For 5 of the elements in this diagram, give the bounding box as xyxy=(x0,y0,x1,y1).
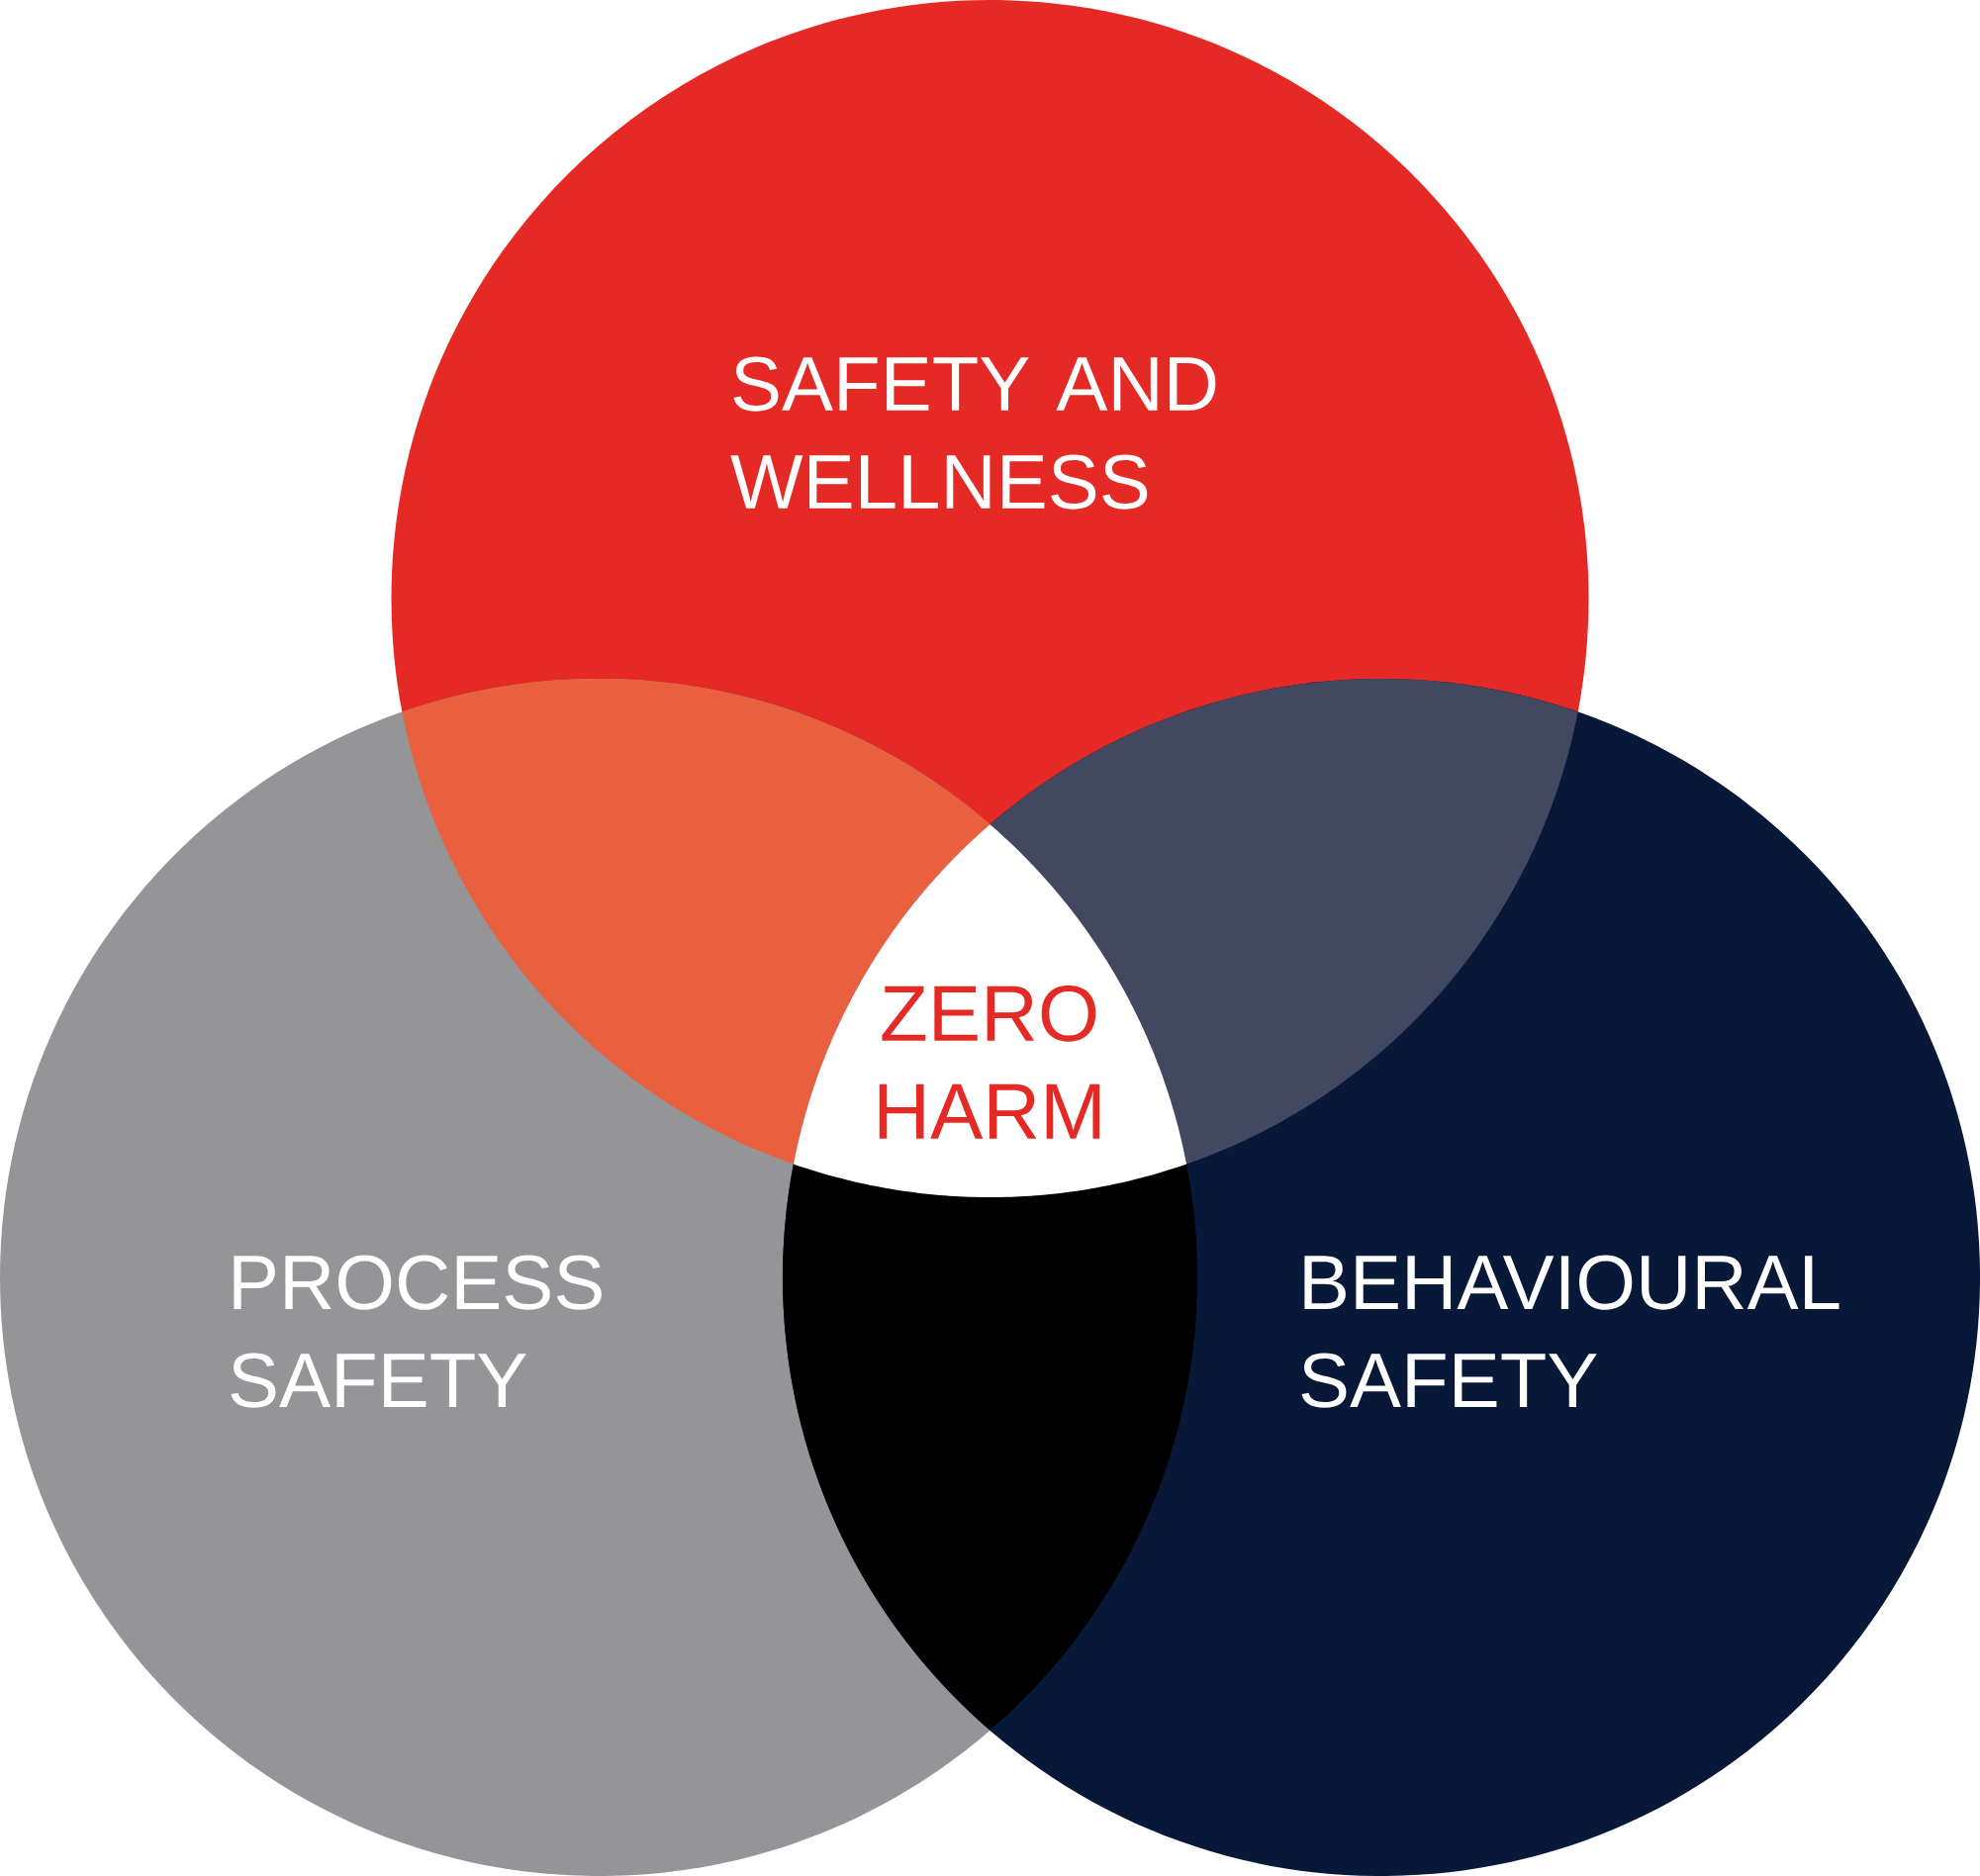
center-label: ZERO HARM xyxy=(879,985,1100,1139)
circle-label: BEHAVIOURAL SAFETY xyxy=(1301,1255,1839,1408)
overlap-region xyxy=(783,1164,1197,1731)
circle-label: PROCESS SAFETY xyxy=(231,1255,602,1408)
circle-label: SAFETY AND WELLNESS xyxy=(730,356,1216,510)
